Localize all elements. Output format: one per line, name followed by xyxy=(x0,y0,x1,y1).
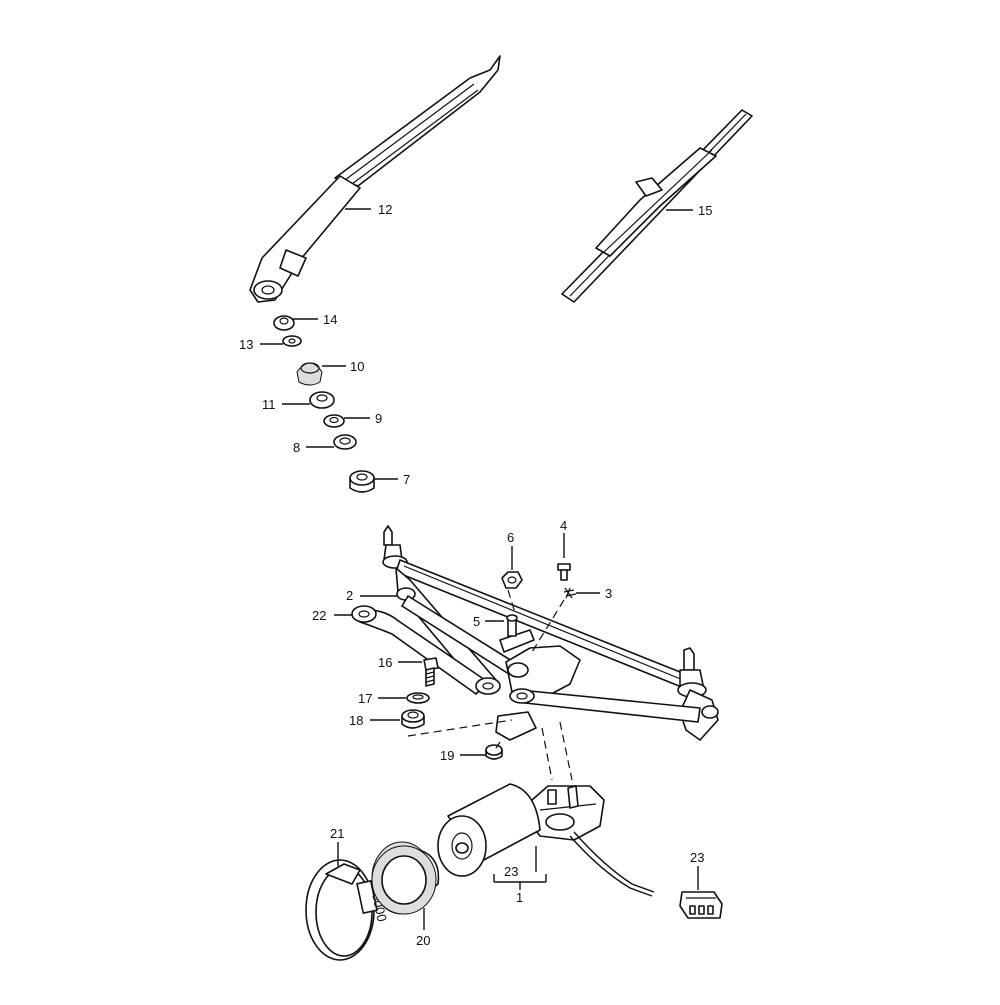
linkage-frame xyxy=(351,525,719,741)
sleeve-part xyxy=(371,841,440,915)
connector-part xyxy=(679,891,723,919)
callout-13: 13 xyxy=(239,337,253,352)
callout-12: 12 xyxy=(378,202,392,217)
callout-21: 21 xyxy=(330,826,344,841)
callout-20: 20 xyxy=(416,933,430,948)
nut-14 xyxy=(273,315,295,331)
bushing-19 xyxy=(485,744,503,760)
motor-label-bracket xyxy=(493,846,547,890)
callout-10: 10 xyxy=(350,359,364,374)
wiper-arm-part xyxy=(249,55,501,303)
washer-17 xyxy=(406,692,430,704)
callout-16: 16 xyxy=(378,655,392,670)
callout-4: 4 xyxy=(560,518,567,533)
callout-5: 5 xyxy=(473,614,480,629)
callout-7: 7 xyxy=(403,472,410,487)
wiper-motor-part xyxy=(437,783,655,897)
washer-9 xyxy=(323,414,345,428)
cap-nut-10 xyxy=(296,362,323,386)
callout-9: 9 xyxy=(375,411,382,426)
nut-11 xyxy=(309,391,335,409)
wiper-blade-part xyxy=(561,109,753,303)
callout-23-connector: 23 xyxy=(690,850,704,865)
callout-11: 11 xyxy=(262,397,276,412)
callout-17: 17 xyxy=(358,691,372,706)
bushing-18 xyxy=(401,709,425,729)
nut-6 xyxy=(501,571,523,589)
grommet-7 xyxy=(349,470,375,493)
callout-6: 6 xyxy=(507,530,514,545)
callout-18: 18 xyxy=(349,713,363,728)
callout-8: 8 xyxy=(293,440,300,455)
callout-1: 1 xyxy=(516,890,523,905)
bolt-4 xyxy=(557,563,571,581)
callout-15: 15 xyxy=(698,203,712,218)
callout-22: 22 xyxy=(312,608,326,623)
callout-3: 3 xyxy=(605,586,612,601)
callout-19: 19 xyxy=(440,748,454,763)
hose-clamp-part: 0000 xyxy=(305,859,390,961)
washer-13 xyxy=(282,335,302,347)
leader-lines xyxy=(260,208,699,930)
assembly-dash-lines xyxy=(407,589,573,781)
bushing-8 xyxy=(333,434,357,450)
callout-23-motor: 23 xyxy=(504,864,518,879)
spring-washer-3 xyxy=(563,587,577,599)
callout-14: 14 xyxy=(323,312,337,327)
callout-labels: 12 15 14 13 10 11 9 8 7 6 4 3 2 22 5 16 … xyxy=(239,202,712,948)
callout-2: 2 xyxy=(346,588,353,603)
ball-pin-5 xyxy=(499,614,535,653)
bolt-16 xyxy=(423,657,439,687)
